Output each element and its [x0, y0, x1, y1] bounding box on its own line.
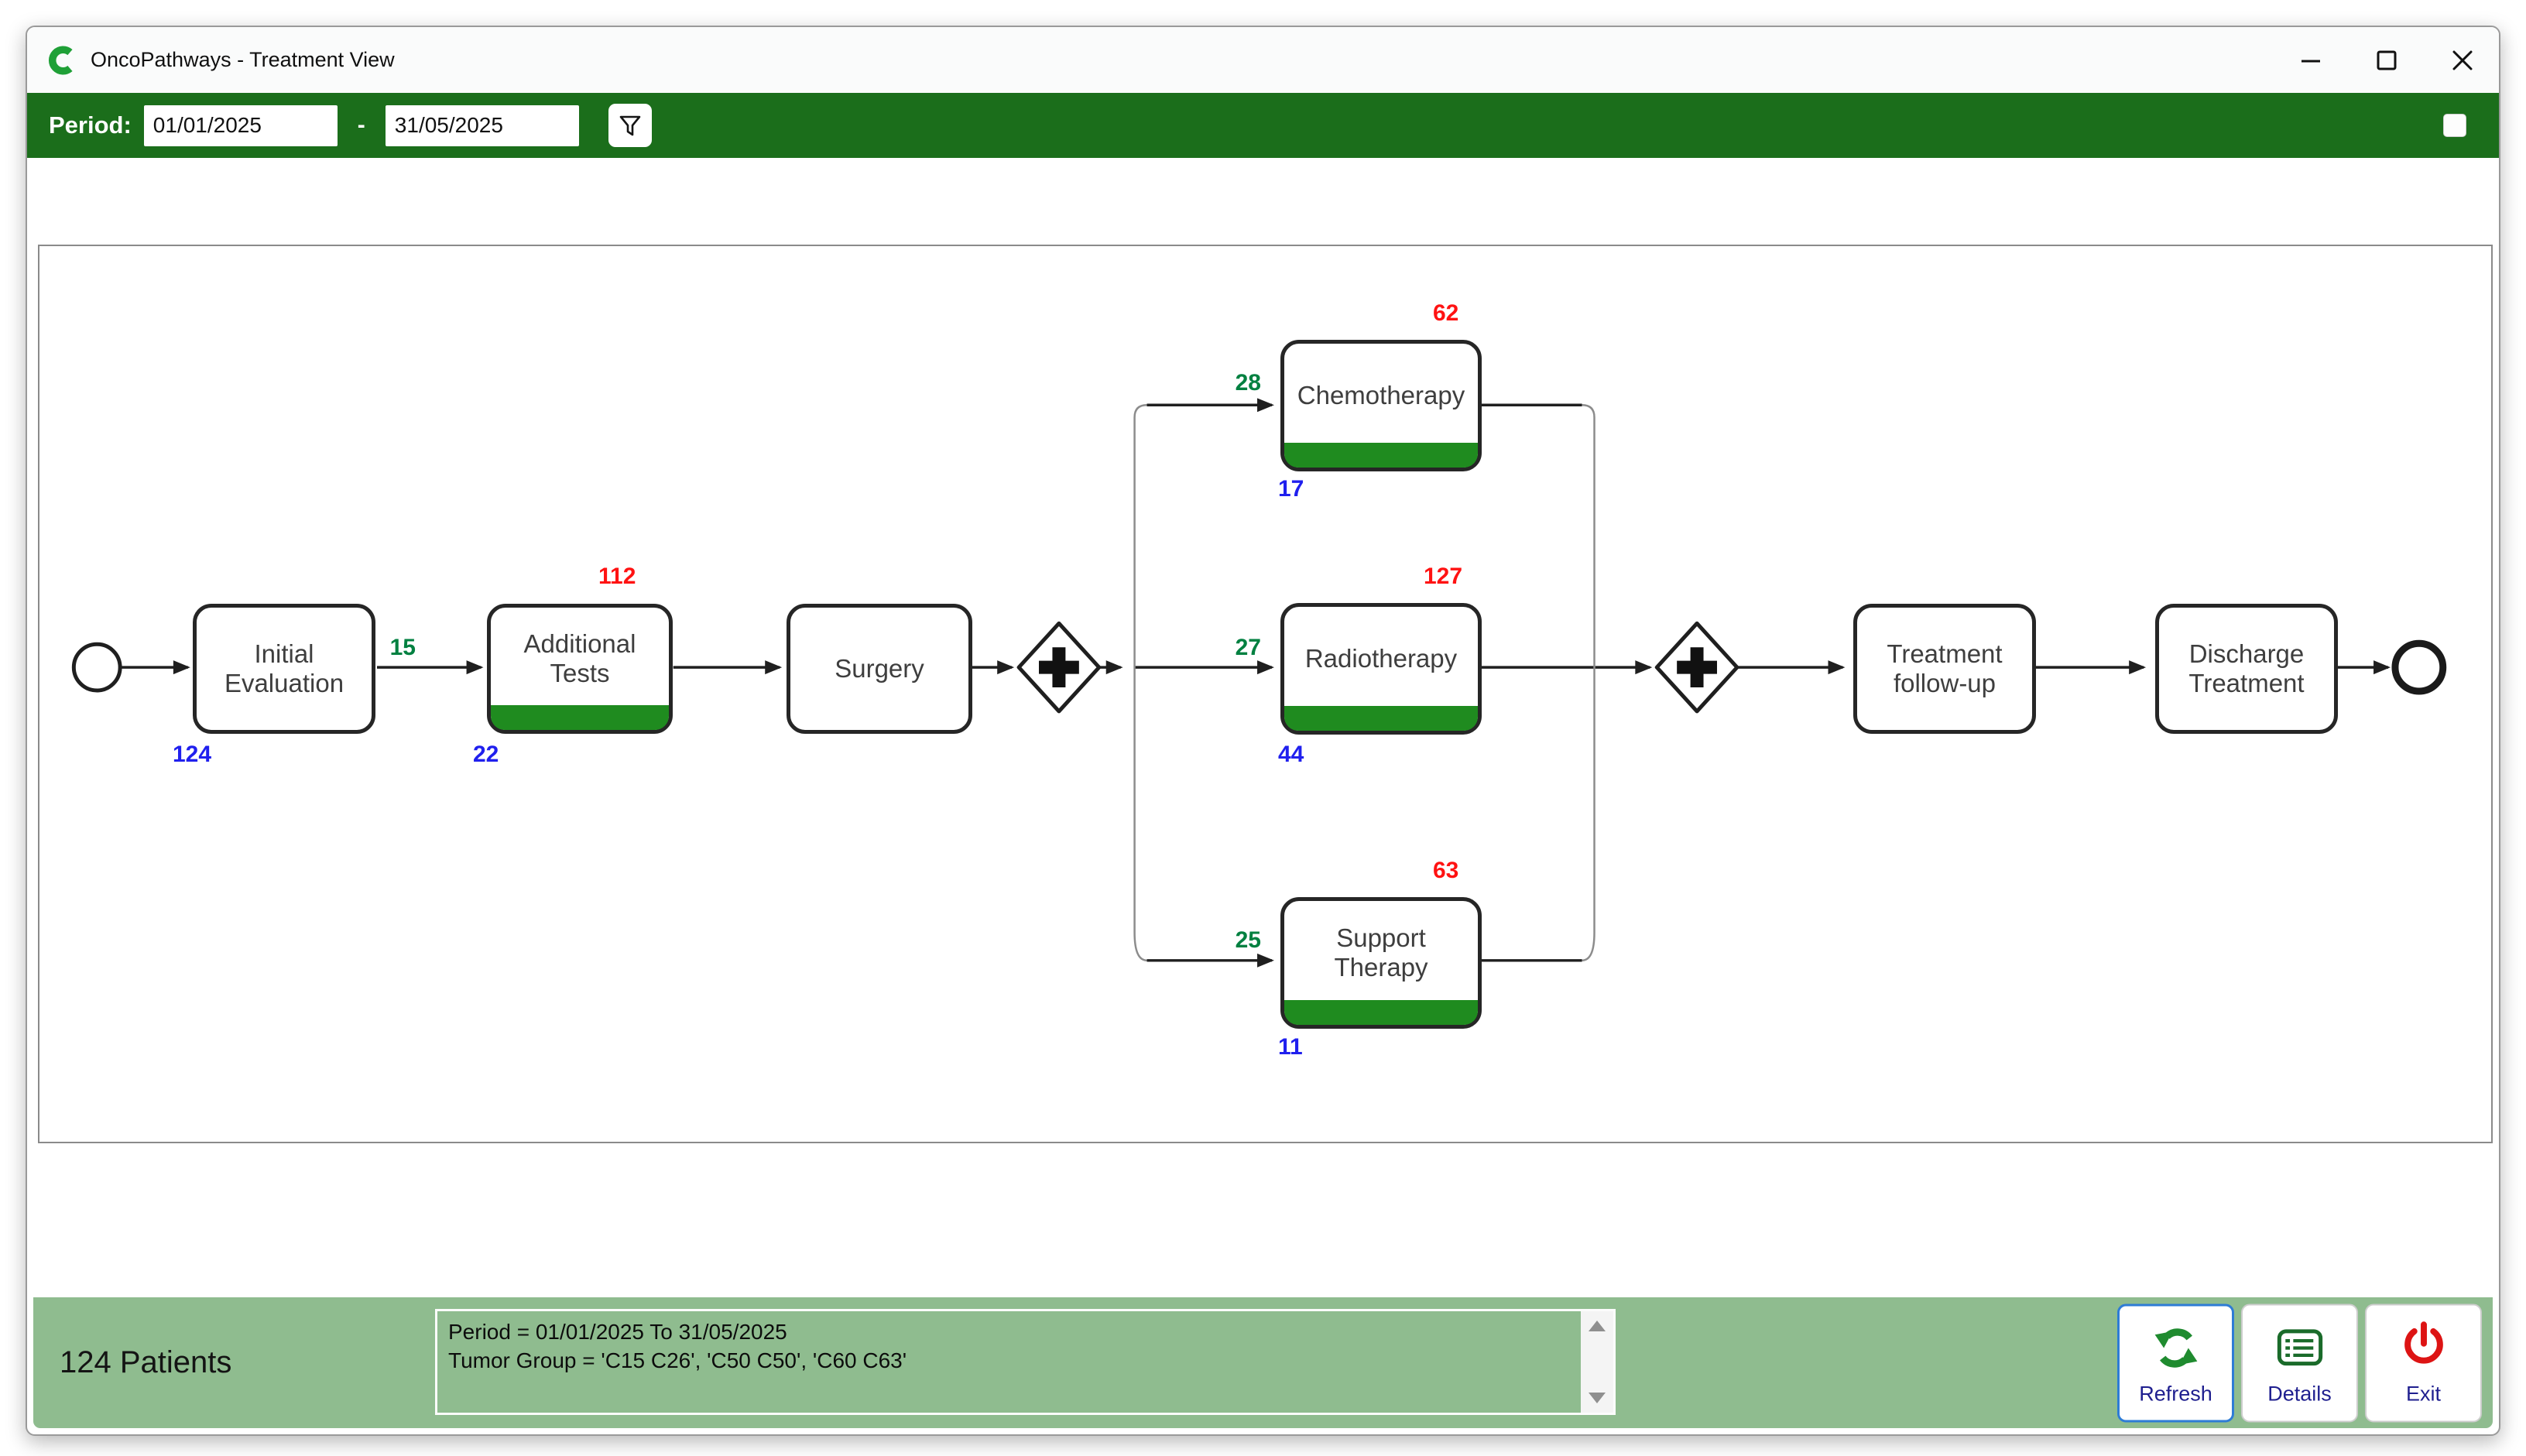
power-icon: [2396, 1320, 2452, 1375]
parallel-gateway-split: [1016, 621, 1102, 714]
funnel-icon: [616, 111, 644, 139]
main-area: Initial Evaluation Additional Tests Surg…: [27, 158, 2499, 1297]
count-above-radiotherapy: 127: [1424, 564, 1463, 589]
filters-scrollbar[interactable]: [1581, 1311, 1613, 1413]
task-discharge-treatment[interactable]: Discharge Treatment: [2155, 604, 2338, 734]
exit-button-label: Exit: [2405, 1382, 2441, 1405]
details-list-icon: [2272, 1320, 2328, 1375]
close-button[interactable]: [2449, 47, 2476, 74]
parallel-gateway-join: [1654, 621, 1739, 714]
sequence-flows: [120, 398, 2391, 968]
details-button-label: Details: [2267, 1382, 2332, 1405]
status-bar: 124 Patients Period = 01/01/2025 To 31/0…: [33, 1297, 2493, 1428]
scroll-down-icon[interactable]: [1589, 1393, 1606, 1403]
count-below-initial-evaluation: 124: [173, 742, 212, 767]
edge-count-to-chemotherapy: 28: [1235, 370, 1261, 396]
task-additional-tests[interactable]: Additional Tests: [487, 604, 673, 734]
edge-count-to-support-therapy: 25: [1235, 927, 1261, 953]
task-label: Chemotherapy: [1297, 380, 1465, 409]
edge-count-to-radiotherapy: 27: [1235, 635, 1261, 660]
count-below-chemotherapy: 17: [1278, 476, 1304, 502]
refresh-button-label: Refresh: [2139, 1382, 2212, 1405]
refresh-button[interactable]: Refresh: [2117, 1304, 2234, 1422]
active-filters-box: Period = 01/01/2025 To 31/05/2025 Tumor …: [435, 1309, 1616, 1415]
task-initial-evaluation[interactable]: Initial Evaluation: [193, 604, 375, 734]
task-label: Surgery: [835, 653, 924, 683]
progress-strip: [1284, 1000, 1478, 1025]
task-surgery[interactable]: Surgery: [787, 604, 972, 734]
count-above-support-therapy: 63: [1433, 858, 1459, 883]
progress-strip: [1284, 706, 1478, 731]
details-button[interactable]: Details: [2241, 1304, 2358, 1422]
branch-rails: [1133, 404, 1595, 962]
task-support-therapy[interactable]: Support Therapy: [1280, 897, 1482, 1029]
edge-count-to-additional-tests: 15: [389, 635, 416, 660]
apply-filter-button[interactable]: [608, 104, 652, 147]
date-to-input[interactable]: [385, 104, 579, 146]
task-label: Additional Tests: [523, 629, 636, 687]
exit-button[interactable]: Exit: [2365, 1304, 2482, 1422]
task-label: Support Therapy: [1334, 923, 1428, 982]
scroll-up-icon[interactable]: [1589, 1321, 1606, 1331]
count-below-additional-tests: 22: [473, 742, 499, 767]
toolbar-checkbox[interactable]: [2443, 114, 2466, 137]
filter-period-line: Period = 01/01/2025 To 31/05/2025: [448, 1320, 787, 1344]
app-logo-icon: [47, 46, 77, 75]
refresh-icon: [2148, 1320, 2204, 1375]
app-window: OncoPathways - Treatment View Period: -: [26, 26, 2500, 1436]
date-range-separator: -: [357, 112, 365, 138]
window-title: OncoPathways - Treatment View: [91, 48, 395, 71]
task-label: Radiotherapy: [1304, 643, 1458, 673]
diagram-connectors: [71, 398, 2447, 968]
title-bar: OncoPathways - Treatment View: [27, 27, 2499, 93]
count-above-chemotherapy: 62: [1433, 300, 1459, 326]
minimize-button[interactable]: [2298, 47, 2324, 74]
progress-strip: [1284, 443, 1478, 468]
filter-toolbar: Period: -: [27, 93, 2499, 158]
task-radiotherapy[interactable]: Radiotherapy: [1280, 603, 1482, 735]
filter-tumor-group-line: Tumor Group = 'C15 C26', 'C50 C50', 'C60…: [448, 1348, 907, 1372]
period-label: Period:: [49, 111, 132, 139]
task-label: Initial Evaluation: [224, 639, 344, 697]
count-below-support-therapy: 11: [1278, 1034, 1303, 1060]
task-label: Treatment follow-up: [1887, 639, 2003, 697]
count-below-radiotherapy: 44: [1278, 742, 1304, 767]
maximize-button[interactable]: [2373, 47, 2400, 74]
date-from-input[interactable]: [143, 104, 338, 146]
pathway-diagram: Initial Evaluation Additional Tests Surg…: [38, 245, 2493, 1143]
end-event-circle: [2391, 639, 2447, 695]
progress-strip: [491, 705, 669, 730]
patient-count-label: 124 Patients: [60, 1345, 232, 1379]
task-label: Discharge Treatment: [2188, 639, 2305, 697]
count-above-additional-tests: 112: [598, 564, 636, 589]
task-chemotherapy[interactable]: Chemotherapy: [1280, 340, 1482, 471]
start-event-circle: [71, 642, 122, 693]
task-treatment-followup[interactable]: Treatment follow-up: [1853, 604, 2036, 734]
